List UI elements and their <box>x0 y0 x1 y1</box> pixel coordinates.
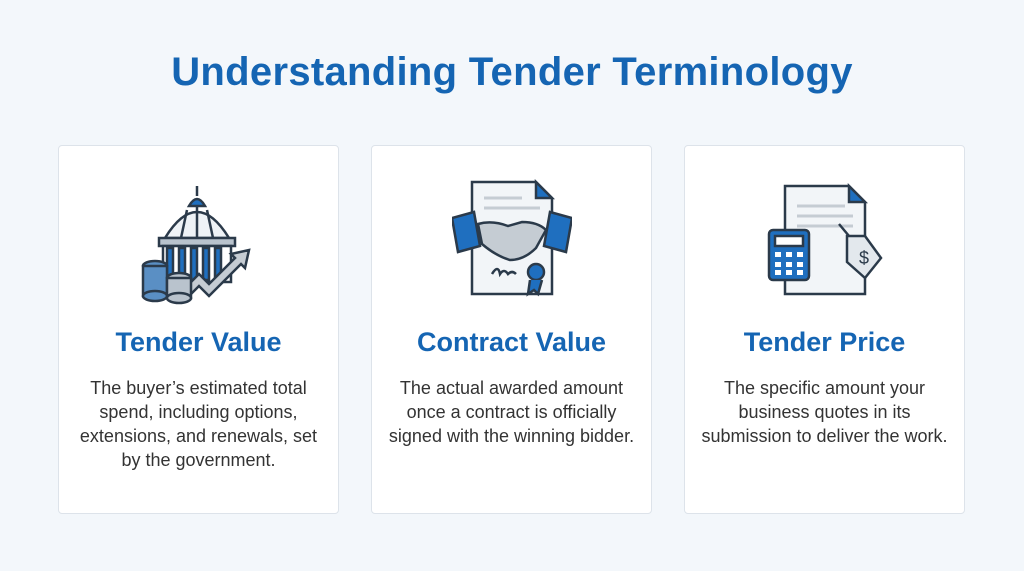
card-description: The buyer’s estimated total spend, inclu… <box>79 378 318 470</box>
card-tender-price: $ Tender Price The specific amount your … <box>684 145 965 514</box>
svg-text:$: $ <box>859 248 869 268</box>
capitol-coins-growth-icon <box>141 186 251 305</box>
page-title: Understanding Tender Terminology <box>171 50 853 94</box>
card-contract-value: Contract Value The actual awarded amount… <box>371 145 652 514</box>
card-description: The actual awarded amount once a contrac… <box>388 378 635 446</box>
card-description: The specific amount your business quotes… <box>701 378 948 446</box>
card-heading: Contract Value <box>416 327 607 357</box>
document-calculator-price-tag-icon: $ <box>767 182 883 296</box>
card-tender-value: Tender Value The buyer’s estimated total… <box>58 145 339 514</box>
handshake-contract-icon <box>452 178 572 297</box>
card-heading: Tender Value <box>115 327 282 357</box>
card-heading: Tender Price <box>743 327 906 357</box>
